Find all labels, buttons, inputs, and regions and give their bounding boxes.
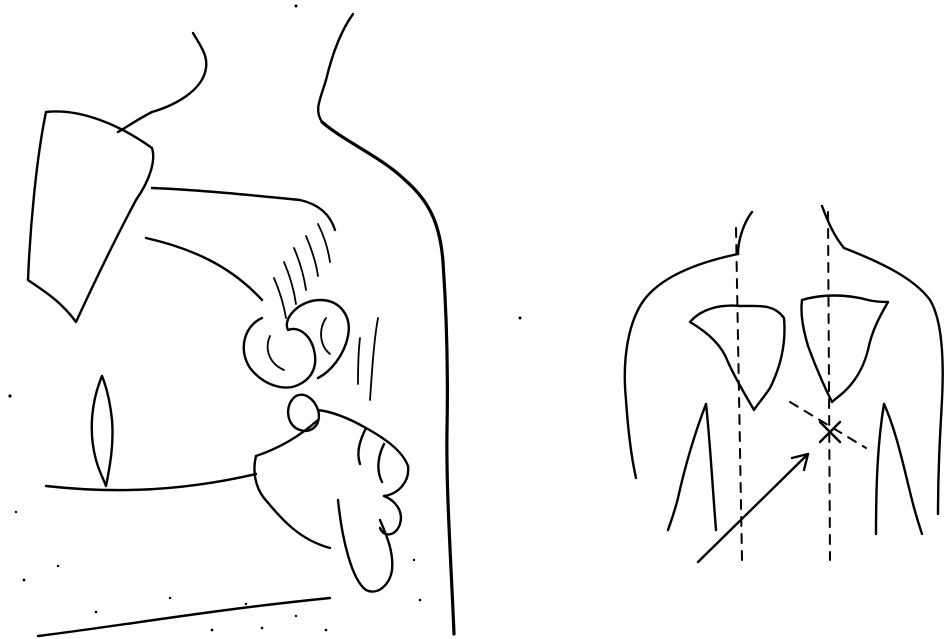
diagram-right-scapula bbox=[801, 296, 888, 403]
scan-speck bbox=[23, 579, 26, 582]
diagonal-dashed-line bbox=[790, 402, 866, 448]
diagram-right-shoulder bbox=[844, 248, 943, 514]
right-diagram-panel bbox=[625, 206, 943, 562]
finger-stroke-4 bbox=[284, 262, 296, 304]
fist-finger-1 bbox=[358, 428, 366, 464]
fist-knuckles bbox=[288, 395, 319, 431]
scan-speck bbox=[261, 627, 264, 630]
diagram-right-flank-outer bbox=[884, 404, 922, 534]
scan-speck bbox=[245, 603, 247, 605]
back-contour-right bbox=[322, 122, 454, 634]
scan-speck bbox=[57, 565, 59, 567]
finger-stroke-2 bbox=[306, 236, 318, 276]
examiner-sleeve-top bbox=[46, 474, 256, 490]
scan-speck bbox=[295, 5, 298, 8]
wrist-cuff bbox=[254, 456, 264, 498]
right-scapular-dashed-line bbox=[828, 212, 830, 560]
scan-speck bbox=[519, 317, 522, 320]
curled-finger-inner bbox=[268, 336, 284, 370]
upper-arm-line bbox=[152, 188, 335, 230]
finger-stroke-3 bbox=[294, 248, 306, 290]
diagram-left-flank-inner bbox=[706, 404, 716, 530]
armpit-line bbox=[146, 238, 262, 300]
diagram-right-flank-inner bbox=[876, 404, 884, 534]
left-scapula-mark bbox=[92, 376, 113, 486]
scan-speck bbox=[295, 615, 297, 617]
fist-back bbox=[318, 410, 408, 496]
scan-speck bbox=[169, 597, 171, 599]
finger-stroke-5 bbox=[274, 278, 286, 318]
scan-speck bbox=[413, 559, 415, 561]
examiner-sleeve-bottom bbox=[38, 598, 330, 636]
plessimeter-handle bbox=[338, 500, 392, 592]
finger-stroke-1 bbox=[318, 224, 330, 262]
diagram-left-shoulder bbox=[625, 254, 738, 478]
diagram-neck-right bbox=[822, 206, 844, 248]
left-scapular-dashed-line bbox=[736, 228, 742, 560]
diagram-left-flank-outer bbox=[668, 404, 706, 530]
scan-speck bbox=[325, 629, 328, 632]
scan-speck bbox=[419, 599, 422, 602]
scan-speck bbox=[95, 611, 98, 614]
plessimeter-rod-2 bbox=[358, 338, 360, 384]
neck-left-outline bbox=[118, 33, 206, 132]
left-illustration-panel bbox=[8, 5, 521, 637]
fist-finger-2 bbox=[378, 444, 384, 482]
raised-arm-sleeve bbox=[28, 111, 153, 322]
scan-speck bbox=[211, 629, 214, 632]
diagram-neck-left bbox=[738, 212, 752, 254]
plessimeter-rod bbox=[370, 318, 378, 400]
forearm-bottom bbox=[264, 498, 330, 548]
curled-fingers bbox=[244, 300, 349, 387]
scan-speck bbox=[8, 394, 11, 397]
scan-speck bbox=[15, 511, 17, 513]
neck-right-outline bbox=[318, 14, 353, 122]
curled-finger-loop bbox=[321, 318, 330, 354]
forearm-top bbox=[256, 420, 318, 456]
